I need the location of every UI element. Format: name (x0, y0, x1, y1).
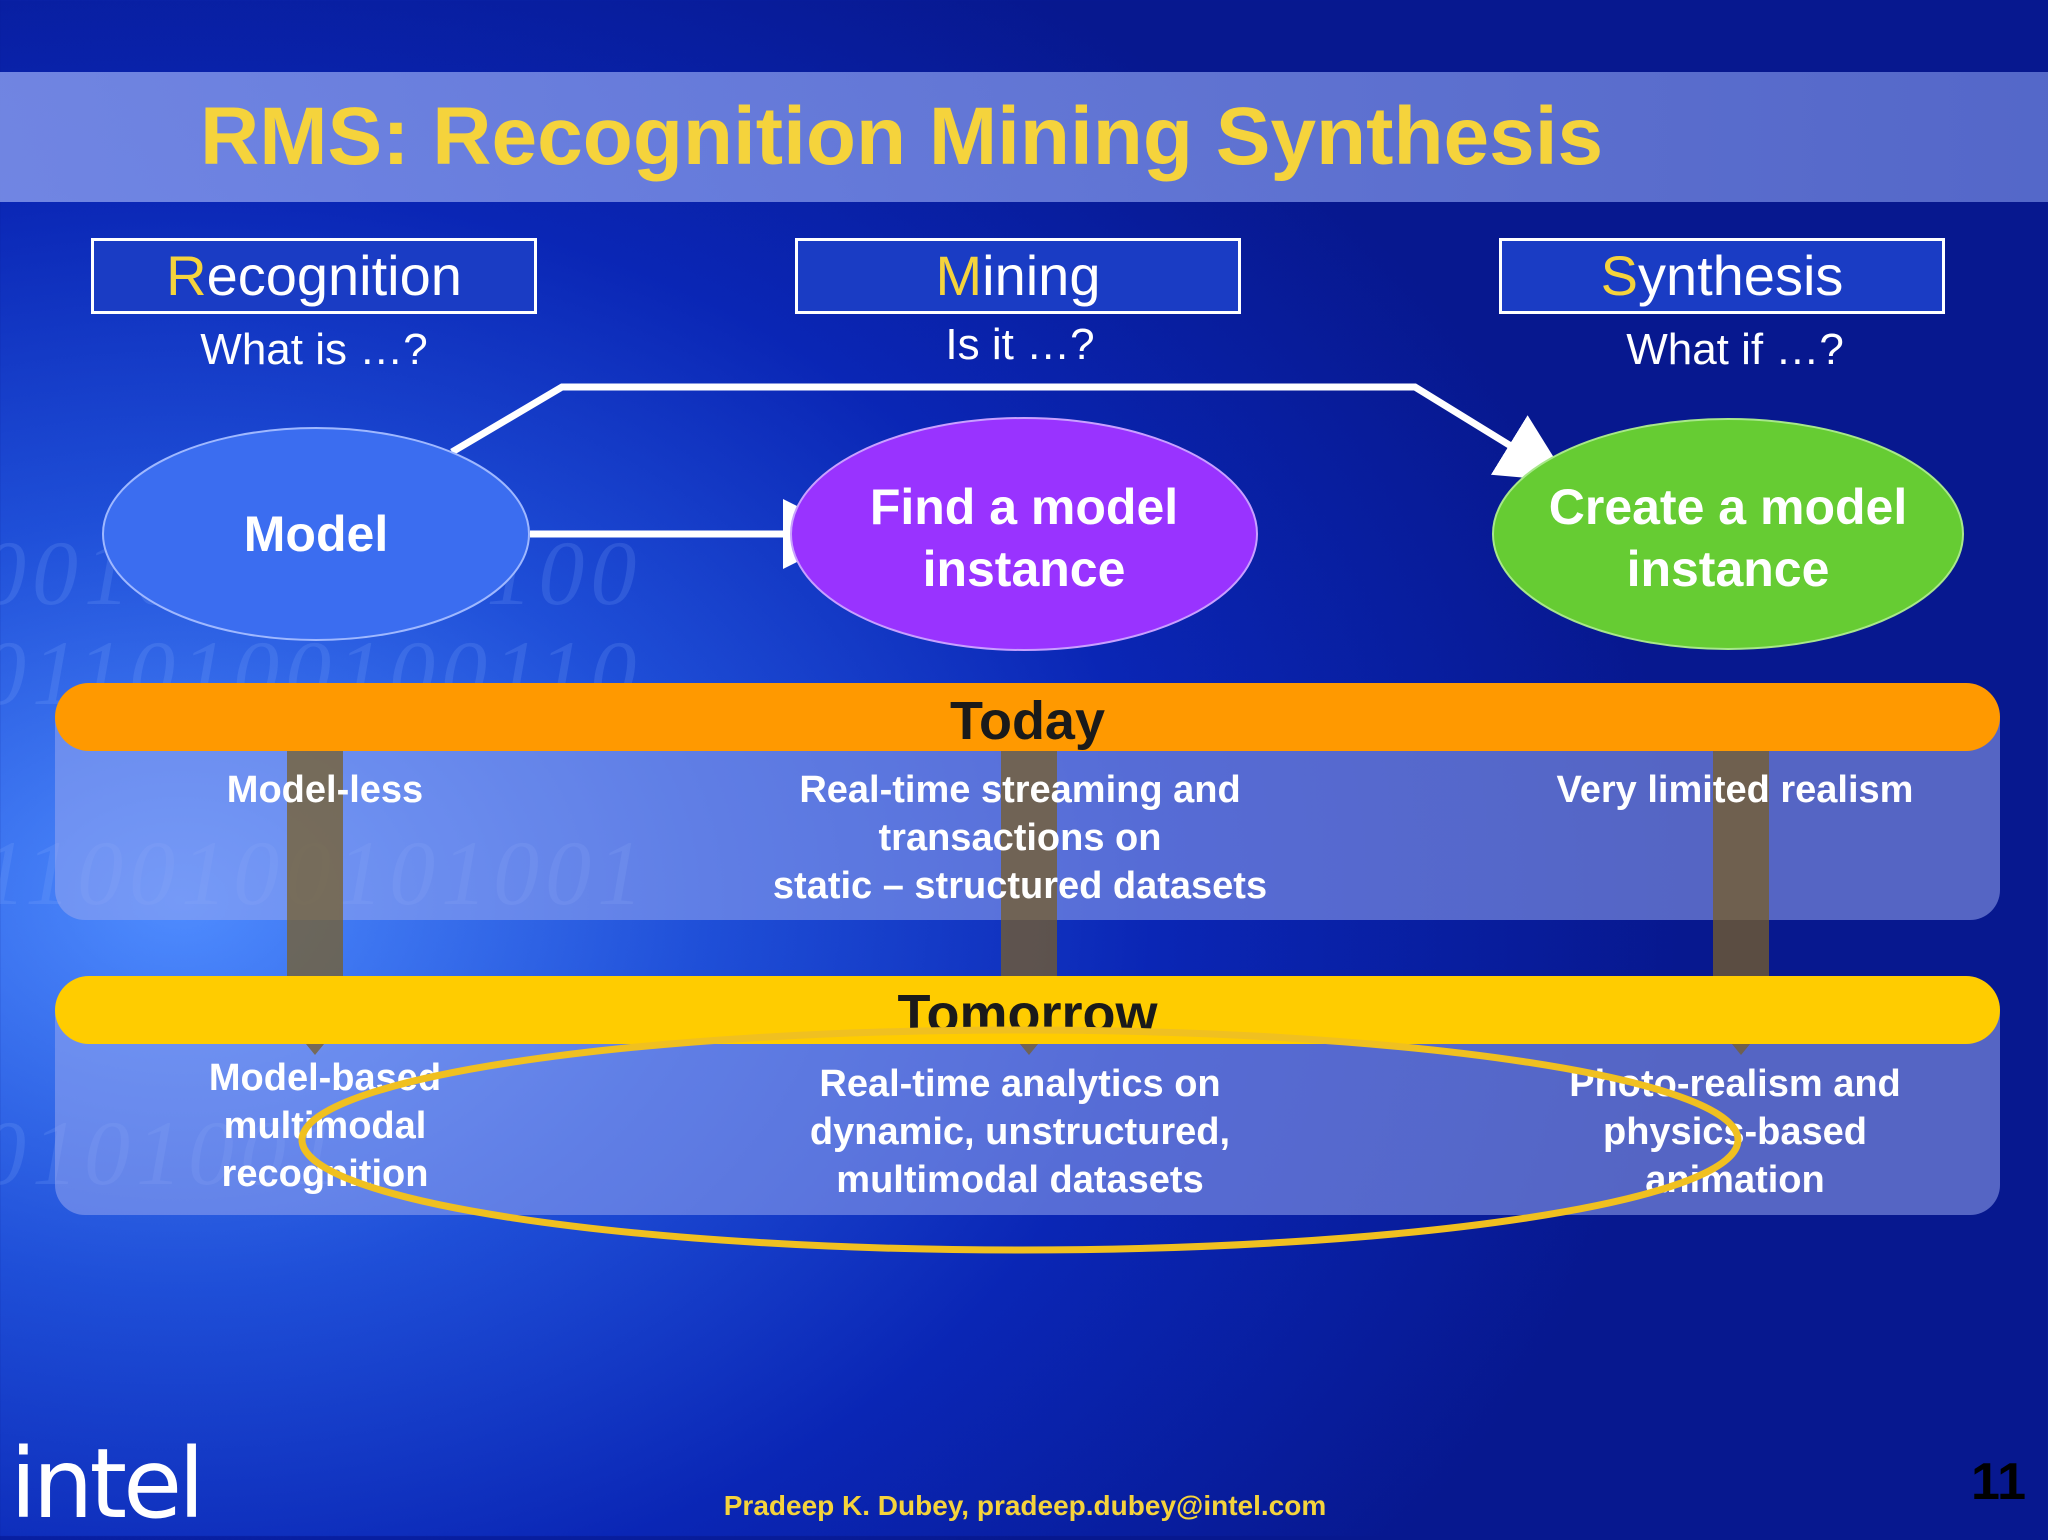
model-label: Model (243, 506, 389, 562)
page-number: 11 (1971, 1453, 2026, 1511)
synthesis-header: Synthesis (1499, 238, 1945, 314)
transition-arrow-synthesis (1713, 750, 1769, 982)
tomorrow-highlight-ellipse (298, 1026, 1742, 1254)
mining-header: Mining (795, 238, 1241, 314)
mining-question: Is it …? (945, 320, 1095, 369)
model-node (102, 427, 530, 641)
title-band (0, 72, 2048, 202)
slide-title: RMS: Recognition Mining Synthesis (200, 91, 1604, 182)
footer-author: Pradeep K. Dubey, pradeep.dubey@intel.co… (723, 1490, 1327, 1521)
recognition-question: What is …? (200, 325, 428, 374)
recognition-header: Recognition (91, 238, 537, 314)
create-model-node (1492, 418, 1964, 650)
today-recognition: Model-less (226, 769, 424, 811)
today-header-bg (55, 683, 2000, 751)
today-synthesis: Very limited realism (1556, 769, 1914, 811)
connector-model-to-create (450, 383, 1569, 482)
synthesis-question: What if …? (1626, 325, 1844, 374)
transition-arrow-mining (1001, 750, 1057, 982)
intel-logo: intel (10, 1428, 205, 1540)
today-header: Today (55, 683, 2000, 751)
find-model-node (790, 417, 1258, 651)
transition-arrow-recognition (287, 750, 343, 982)
